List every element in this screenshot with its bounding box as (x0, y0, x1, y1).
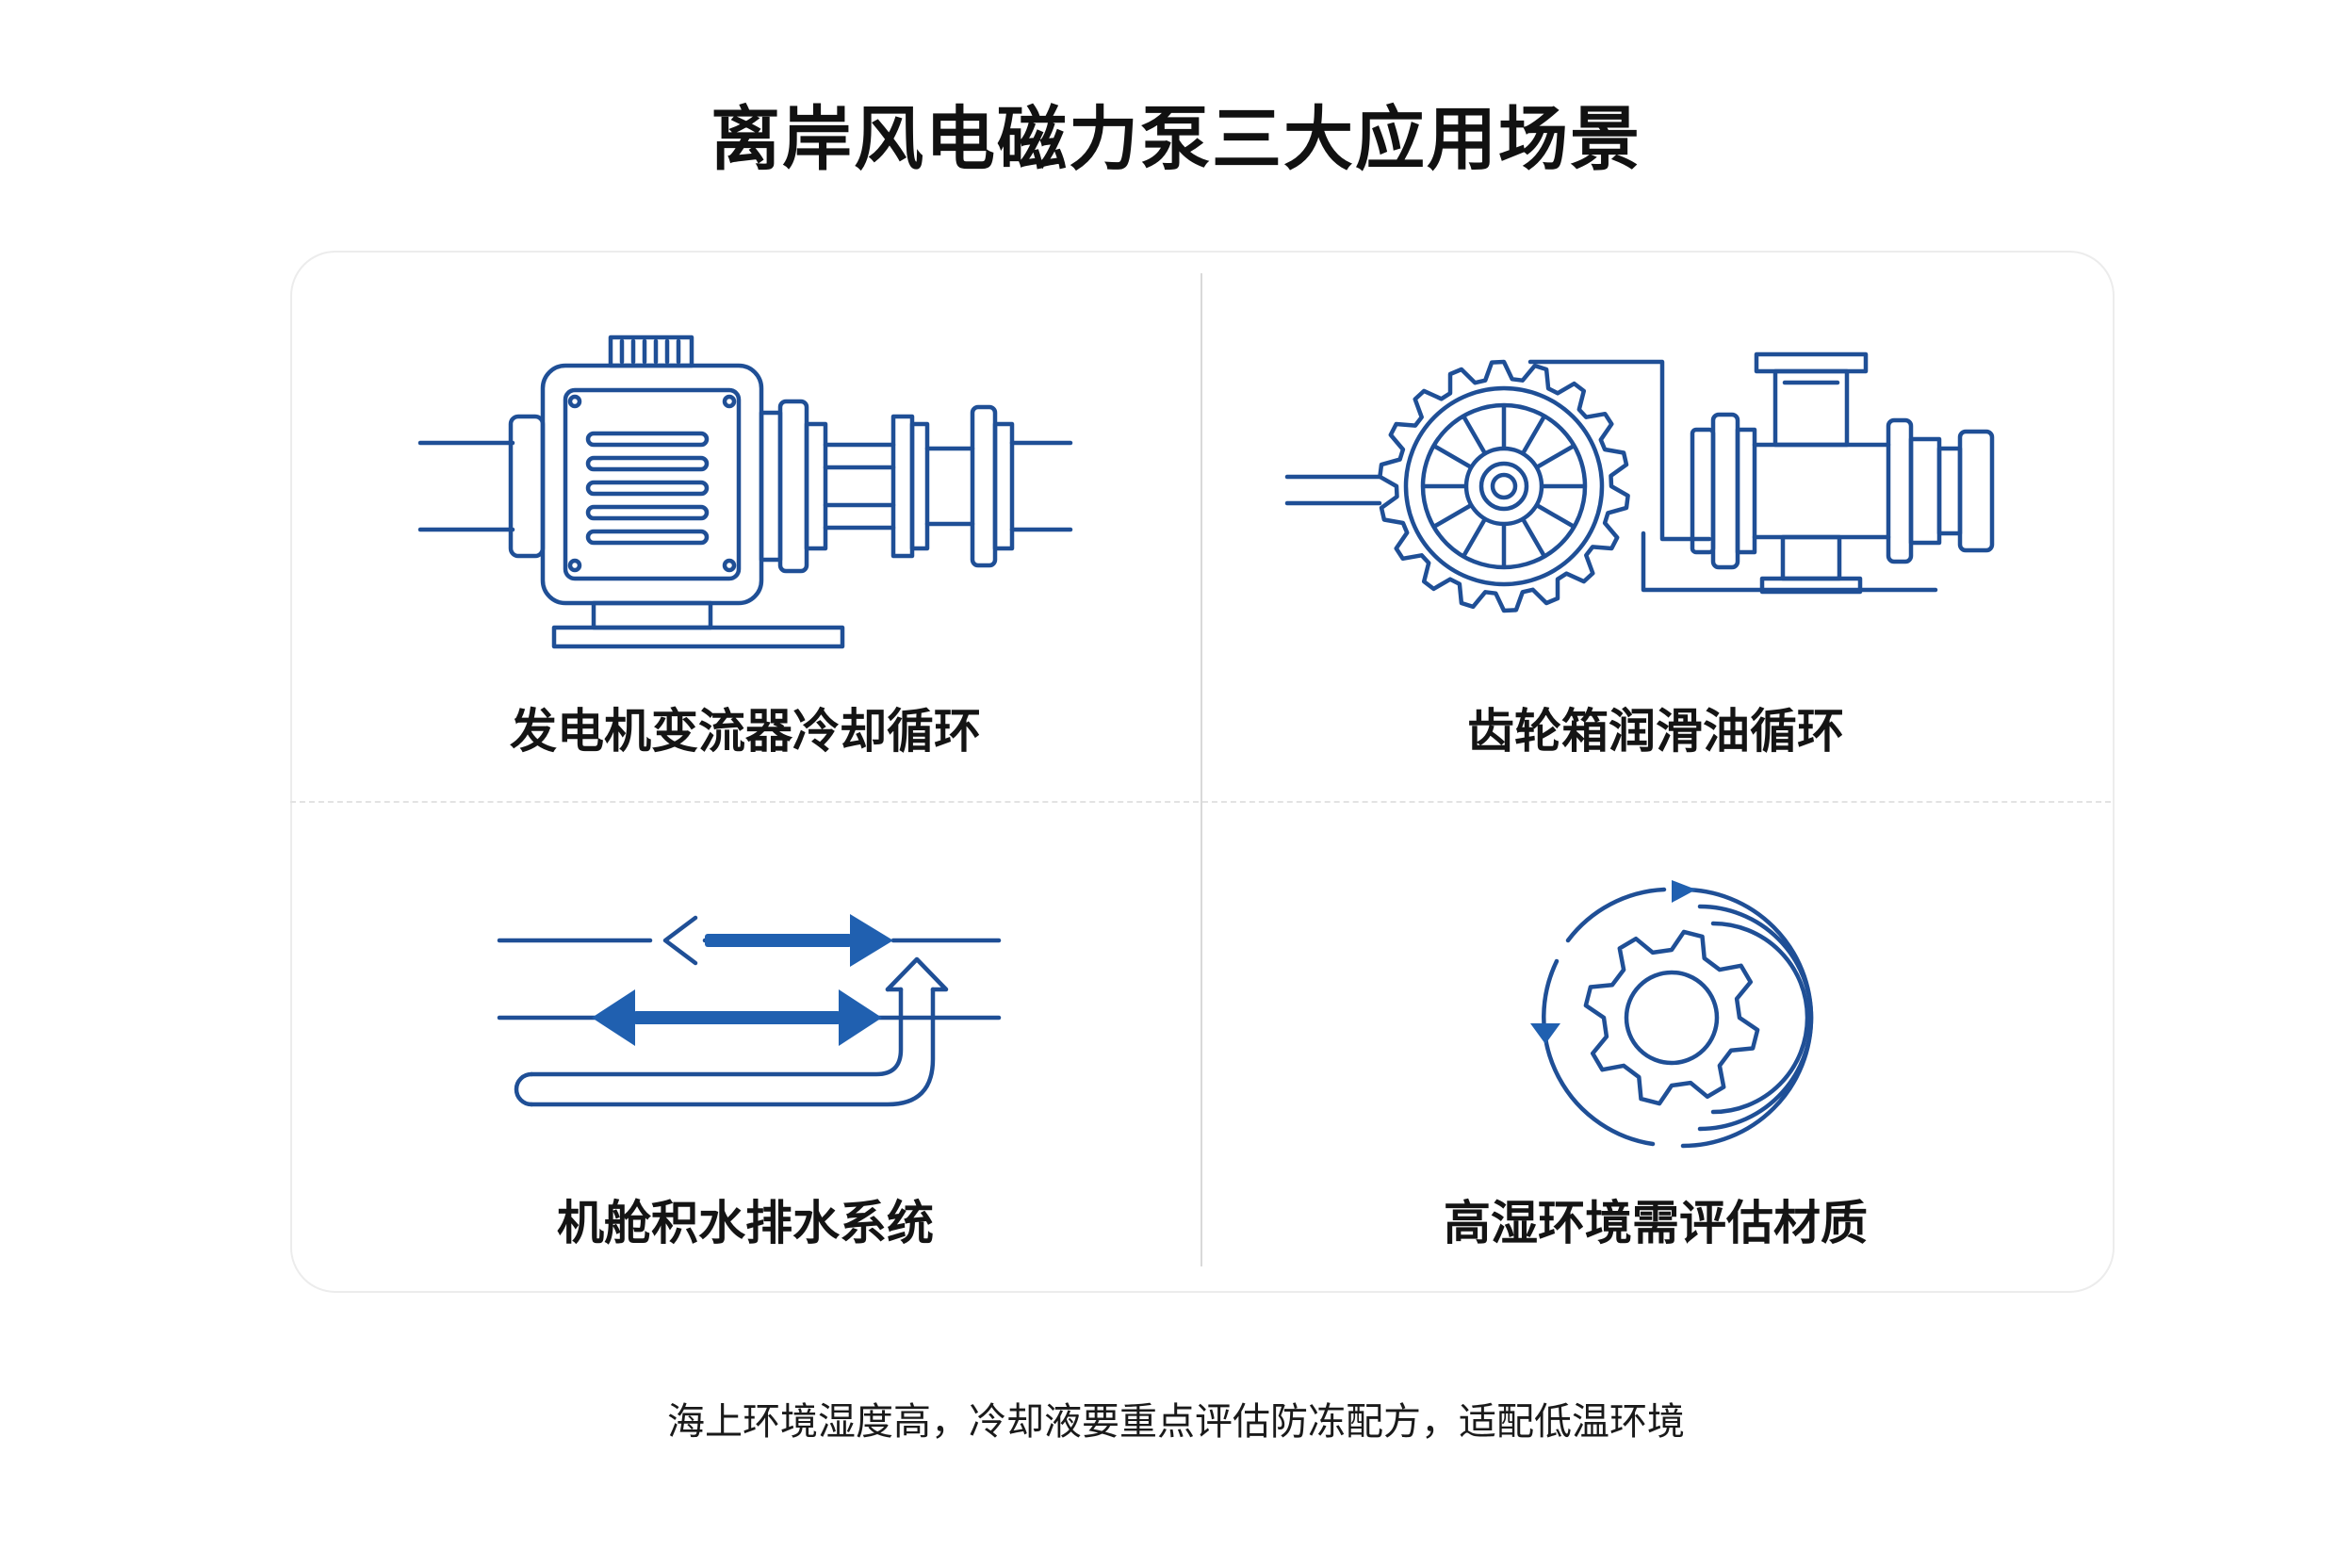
page-title: 离岸风电磁力泵三大应用场景 (710, 99, 1642, 180)
magnetic-pump-icon (417, 335, 1073, 649)
scenario-card (290, 251, 2115, 1293)
drainage-flow-icon (497, 914, 1002, 1107)
scenario-label: 发电机变流器冷却循环 (510, 704, 981, 759)
vertical-divider (1200, 273, 1202, 1266)
scenario-label: 机舱积水排水系统 (557, 1196, 934, 1250)
scenario-cooling: 发电机变流器冷却循环 (290, 251, 1200, 801)
scenario-label: 齿轮箱润滑油循环 (1467, 704, 1844, 759)
scenario-materials: 高湿环境需评估材质 (1200, 801, 2111, 1289)
gear-pump-icon (1284, 351, 1995, 613)
horizontal-divider (290, 801, 2111, 803)
scenario-label: 高湿环境需评估材质 (1444, 1196, 1868, 1250)
scenario-lubrication: 齿轮箱润滑油循环 (1200, 251, 2111, 801)
footer-note: 海上环境湿度高，冷却液要重点评估防冻配方，适配低温环境 (667, 1400, 1685, 1444)
gear-cycle-icon (1530, 880, 1814, 1149)
scenario-drainage: 机舱积水排水系统 (290, 801, 1200, 1289)
